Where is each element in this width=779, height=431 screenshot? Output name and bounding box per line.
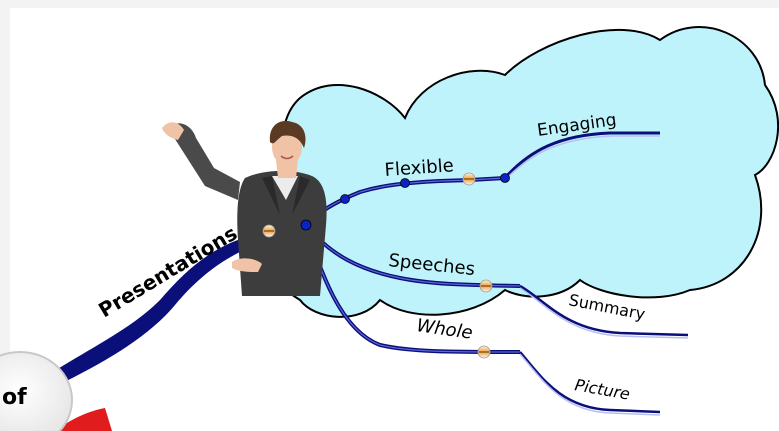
- collapse-toggle-icon[interactable]: [479, 279, 493, 293]
- junction-dot: [340, 194, 350, 204]
- engaging-branch[interactable]: [503, 131, 660, 179]
- picture-branch[interactable]: [519, 351, 661, 414]
- boundary-cloud[interactable]: [263, 26, 779, 318]
- junction-dot: [300, 219, 312, 231]
- flexible-label[interactable]: Flexible: [384, 155, 455, 181]
- top-border: [0, 0, 779, 8]
- junction-dot: [500, 173, 510, 183]
- root-topic-label: of: [2, 385, 27, 410]
- red-branch: [55, 408, 112, 431]
- left-border: [0, 0, 10, 431]
- collapse-toggle-icon[interactable]: [262, 224, 276, 238]
- root-topic[interactable]: [0, 351, 73, 431]
- collapse-toggle-icon[interactable]: [477, 345, 491, 359]
- presentations-branch[interactable]: [40, 222, 310, 388]
- summary-branch[interactable]: [519, 284, 689, 337]
- collapse-toggle-icon[interactable]: [462, 172, 476, 186]
- whole-label[interactable]: Whole: [415, 315, 474, 344]
- junction-dot: [400, 178, 410, 188]
- picture-label[interactable]: Picture: [573, 375, 631, 403]
- presenter-image: [162, 120, 327, 296]
